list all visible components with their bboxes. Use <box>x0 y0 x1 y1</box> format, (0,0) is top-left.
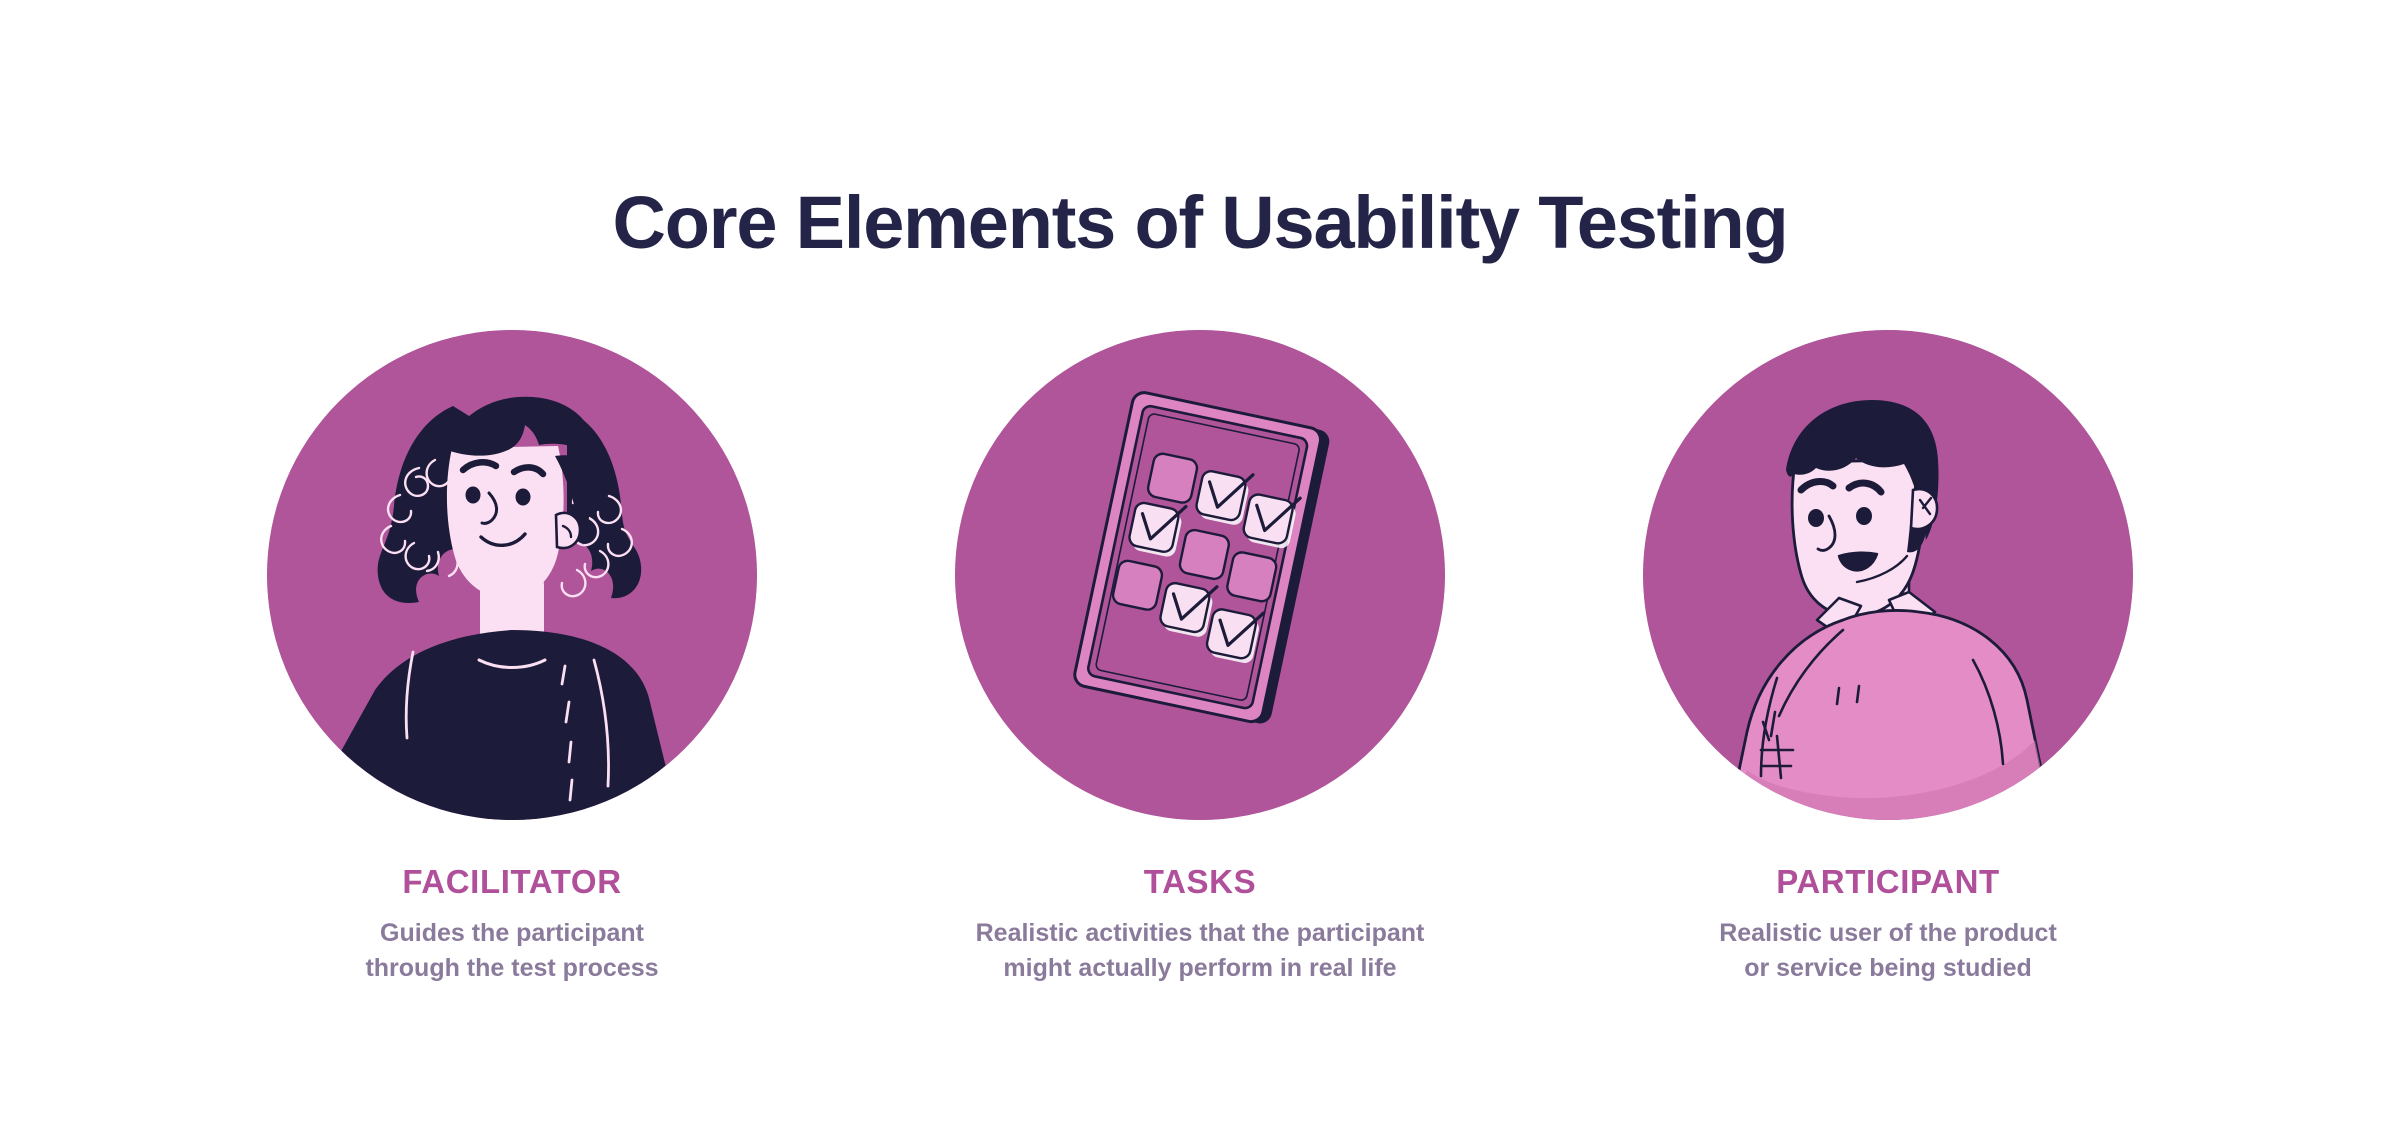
checklist-board-illustration <box>955 330 1445 820</box>
card-description-line1: Realistic user of the product <box>1719 919 2057 947</box>
page-title: Core Elements of Usability Testing <box>612 180 1789 264</box>
facilitator-woman-illustration <box>267 330 757 820</box>
checkbox-r3c3 <box>1205 608 1266 663</box>
facilitator-circle <box>267 330 757 820</box>
card-description-line2: or service being studied <box>1744 953 2032 982</box>
participant-man-illustration <box>1643 330 2133 820</box>
card-tasks: TASKS Realistic activities that the part… <box>954 330 1446 985</box>
card-participant: PARTICIPANT Realistic user of the produc… <box>1642 330 2134 985</box>
cards-row: FACILITATOR Guides the participant throu… <box>0 330 2400 985</box>
tasks-circle <box>955 330 1445 820</box>
checkbox-r1c1 <box>1146 452 1199 504</box>
checkbox-r3c1 <box>1111 559 1164 611</box>
card-description-line2: through the test process <box>365 953 659 982</box>
checkbox-r2c2 <box>1178 528 1230 581</box>
card-label: FACILITATOR <box>402 863 622 900</box>
card-label: TASKS <box>1143 863 1257 900</box>
card-label: PARTICIPANT <box>1776 863 2000 900</box>
checkbox-r2c1 <box>1128 501 1188 557</box>
checkbox-r3c2 <box>1159 581 1219 637</box>
card-description: Realistic activities that the participan… <box>976 916 1425 985</box>
participant-circle <box>1643 330 2133 820</box>
card-description: Guides the participant through the test … <box>365 916 658 985</box>
card-description-line2: might actually perform in real life <box>1003 953 1397 982</box>
checkbox-r1c2 <box>1195 470 1255 525</box>
card-description: Realistic user of the product or service… <box>1719 916 2057 985</box>
card-description-line1: Realistic activities that the participan… <box>975 919 1425 947</box>
card-description-line1: Guides the participant <box>380 919 644 947</box>
checkbox-r1c3 <box>1242 493 1302 549</box>
checkbox-r2c3 <box>1226 551 1278 603</box>
card-facilitator: FACILITATOR Guides the participant throu… <box>266 330 758 985</box>
